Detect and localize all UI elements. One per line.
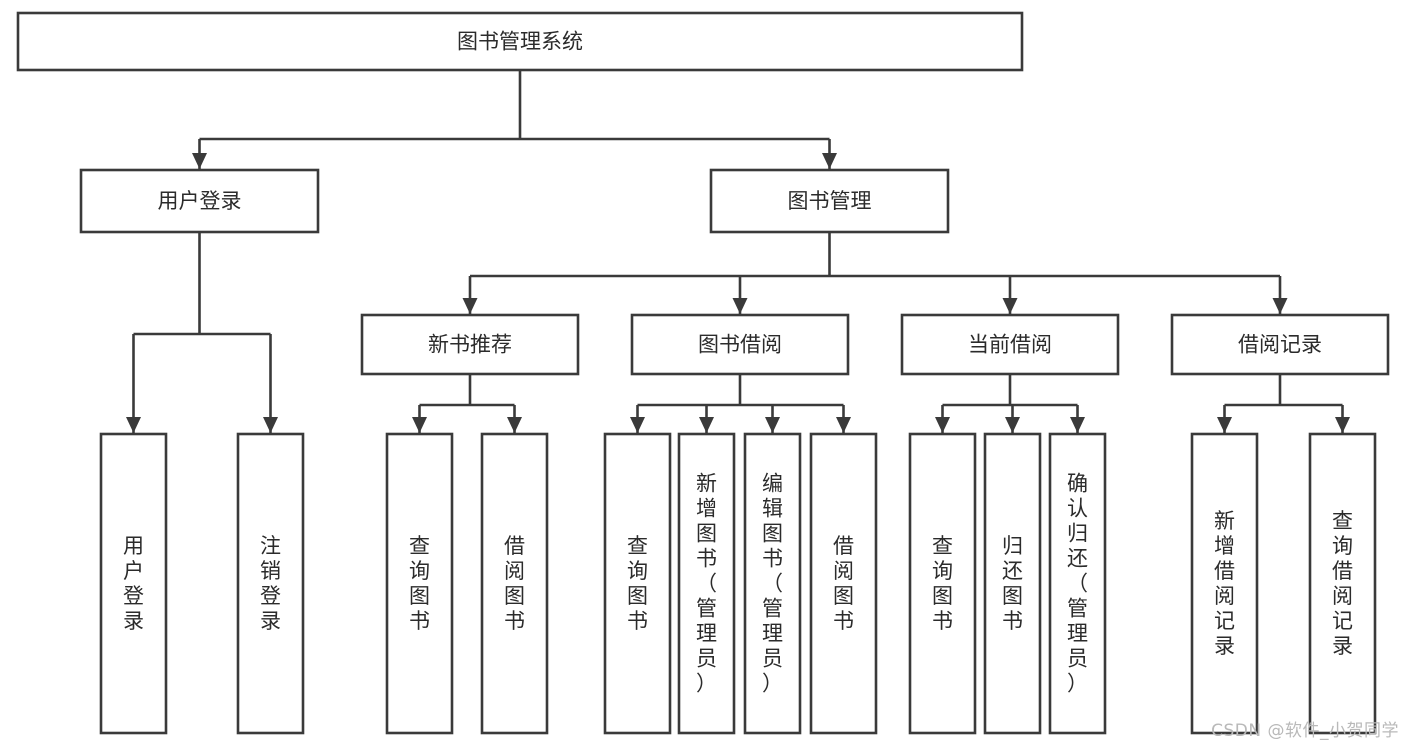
- node-leaf-user-logout[interactable]: 注销登录: [236, 432, 305, 735]
- node-borrow-record-rect[interactable]: [1170, 313, 1390, 376]
- borrow-record-arrow-1: [1335, 417, 1350, 433]
- node-leaf-edit-book-rect[interactable]: [743, 432, 802, 735]
- node-root[interactable]: 图书管理系统: [16, 11, 1024, 72]
- connectors-layer: [126, 70, 1350, 433]
- node-new-book-recommend-label: 新书推荐: [428, 333, 512, 357]
- node-borrow-record-label: 借阅记录: [1238, 333, 1322, 357]
- node-book-borrow-label: 图书借阅: [698, 333, 782, 357]
- node-leaf-query-book-3[interactable]: 查询图书: [908, 432, 977, 735]
- node-leaf-borrow-book-2[interactable]: 借阅图书: [809, 432, 878, 735]
- node-current-borrow-label: 当前借阅: [968, 333, 1052, 357]
- node-leaf-query-book-1[interactable]: 查询图书: [385, 432, 454, 735]
- watermark-label: CSDN @软件_小贺同学: [1211, 721, 1399, 741]
- node-leaf-confirm-return-label: 确认归还（管理员）: [1067, 472, 1088, 696]
- node-book-borrow[interactable]: 图书借阅: [630, 313, 850, 376]
- node-leaf-query-book-2-label: 查询图书: [627, 534, 648, 633]
- node-leaf-query-book-2[interactable]: 查询图书: [603, 432, 672, 735]
- node-new-book-recommend[interactable]: 新书推荐: [360, 313, 580, 376]
- node-leaf-user-login-rect[interactable]: [99, 432, 168, 735]
- node-book-management-rect[interactable]: [709, 168, 950, 234]
- node-leaf-query-book-1-rect[interactable]: [385, 432, 454, 735]
- node-leaf-query-book-3-rect[interactable]: [908, 432, 977, 735]
- node-leaf-add-book-rect[interactable]: [677, 432, 736, 735]
- node-leaf-edit-book-label: 编辑图书（管理员）: [762, 472, 783, 696]
- new-book-recommend-arrow-0: [412, 417, 427, 433]
- node-leaf-query-borrow-record-rect[interactable]: [1308, 432, 1377, 735]
- node-leaf-add-borrow-record-label: 新增借阅记录: [1214, 509, 1235, 658]
- node-leaf-query-borrow-record[interactable]: 查询借阅记录: [1308, 432, 1377, 735]
- new-book-recommend-arrow-1: [507, 417, 522, 433]
- node-leaf-confirm-return[interactable]: 确认归还（管理员）: [1048, 432, 1107, 735]
- node-root-label: 图书管理系统: [457, 30, 583, 54]
- node-current-borrow-rect[interactable]: [900, 313, 1120, 376]
- node-leaf-user-logout-label: 注销登录: [260, 534, 281, 633]
- node-leaf-confirm-return-rect[interactable]: [1048, 432, 1107, 735]
- node-current-borrow[interactable]: 当前借阅: [900, 313, 1120, 376]
- root-arrow-0: [192, 153, 207, 169]
- current-borrow-arrow-0: [935, 417, 950, 433]
- book-borrow-arrow-3: [836, 417, 851, 433]
- book-management-arrow-3: [1272, 298, 1288, 314]
- node-user-login-label: 用户登录: [158, 189, 242, 213]
- node-leaf-user-login-label: 用户登录: [123, 534, 144, 633]
- current-borrow-arrow-2: [1070, 417, 1085, 433]
- user-login-arrow-1: [263, 417, 278, 433]
- node-leaf-user-logout-rect[interactable]: [236, 432, 305, 735]
- node-new-book-recommend-rect[interactable]: [360, 313, 580, 376]
- node-leaf-query-book-1-label: 查询图书: [409, 534, 430, 633]
- root-arrow-1: [822, 153, 837, 169]
- book-borrow-arrow-2: [765, 417, 780, 433]
- node-leaf-query-borrow-record-label: 查询借阅记录: [1332, 509, 1353, 658]
- node-root-rect[interactable]: [16, 11, 1024, 72]
- node-leaf-borrow-book-2-label: 借阅图书: [833, 534, 854, 633]
- node-leaf-borrow-book-1[interactable]: 借阅图书: [480, 432, 549, 735]
- boxes-layer: 图书管理系统用户登录图书管理新书推荐图书借阅当前借阅借阅记录用户登录注销登录查询…: [16, 11, 1390, 735]
- node-book-borrow-rect[interactable]: [630, 313, 850, 376]
- node-leaf-return-book-label: 归还图书: [1002, 534, 1023, 633]
- user-login-arrow-0: [126, 417, 141, 433]
- current-borrow-arrow-1: [1005, 417, 1020, 433]
- node-leaf-borrow-book-2-rect[interactable]: [809, 432, 878, 735]
- node-user-login-rect[interactable]: [79, 168, 320, 234]
- node-borrow-record[interactable]: 借阅记录: [1170, 313, 1390, 376]
- node-leaf-return-book[interactable]: 归还图书: [983, 432, 1042, 735]
- node-leaf-add-borrow-record[interactable]: 新增借阅记录: [1190, 432, 1259, 735]
- node-leaf-add-book-label: 新增图书（管理员）: [696, 472, 717, 696]
- book-management-arrow-2: [1002, 298, 1018, 314]
- node-leaf-borrow-book-1-label: 借阅图书: [504, 534, 525, 633]
- node-user-login[interactable]: 用户登录: [79, 168, 320, 234]
- node-leaf-add-borrow-record-rect[interactable]: [1190, 432, 1259, 735]
- node-leaf-add-book[interactable]: 新增图书（管理员）: [677, 432, 736, 735]
- node-leaf-borrow-book-1-rect[interactable]: [480, 432, 549, 735]
- node-leaf-query-book-2-rect[interactable]: [603, 432, 672, 735]
- node-leaf-edit-book[interactable]: 编辑图书（管理员）: [743, 432, 802, 735]
- book-management-arrow-1: [732, 298, 748, 314]
- book-borrow-arrow-1: [699, 417, 714, 433]
- node-book-management[interactable]: 图书管理: [709, 168, 950, 234]
- book-management-arrow-0: [462, 298, 478, 314]
- book-borrow-arrow-0: [630, 417, 645, 433]
- node-leaf-return-book-rect[interactable]: [983, 432, 1042, 735]
- node-leaf-user-login[interactable]: 用户登录: [99, 432, 168, 735]
- borrow-record-arrow-0: [1217, 417, 1232, 433]
- node-leaf-query-book-3-label: 查询图书: [932, 534, 953, 633]
- node-book-management-label: 图书管理: [788, 189, 872, 213]
